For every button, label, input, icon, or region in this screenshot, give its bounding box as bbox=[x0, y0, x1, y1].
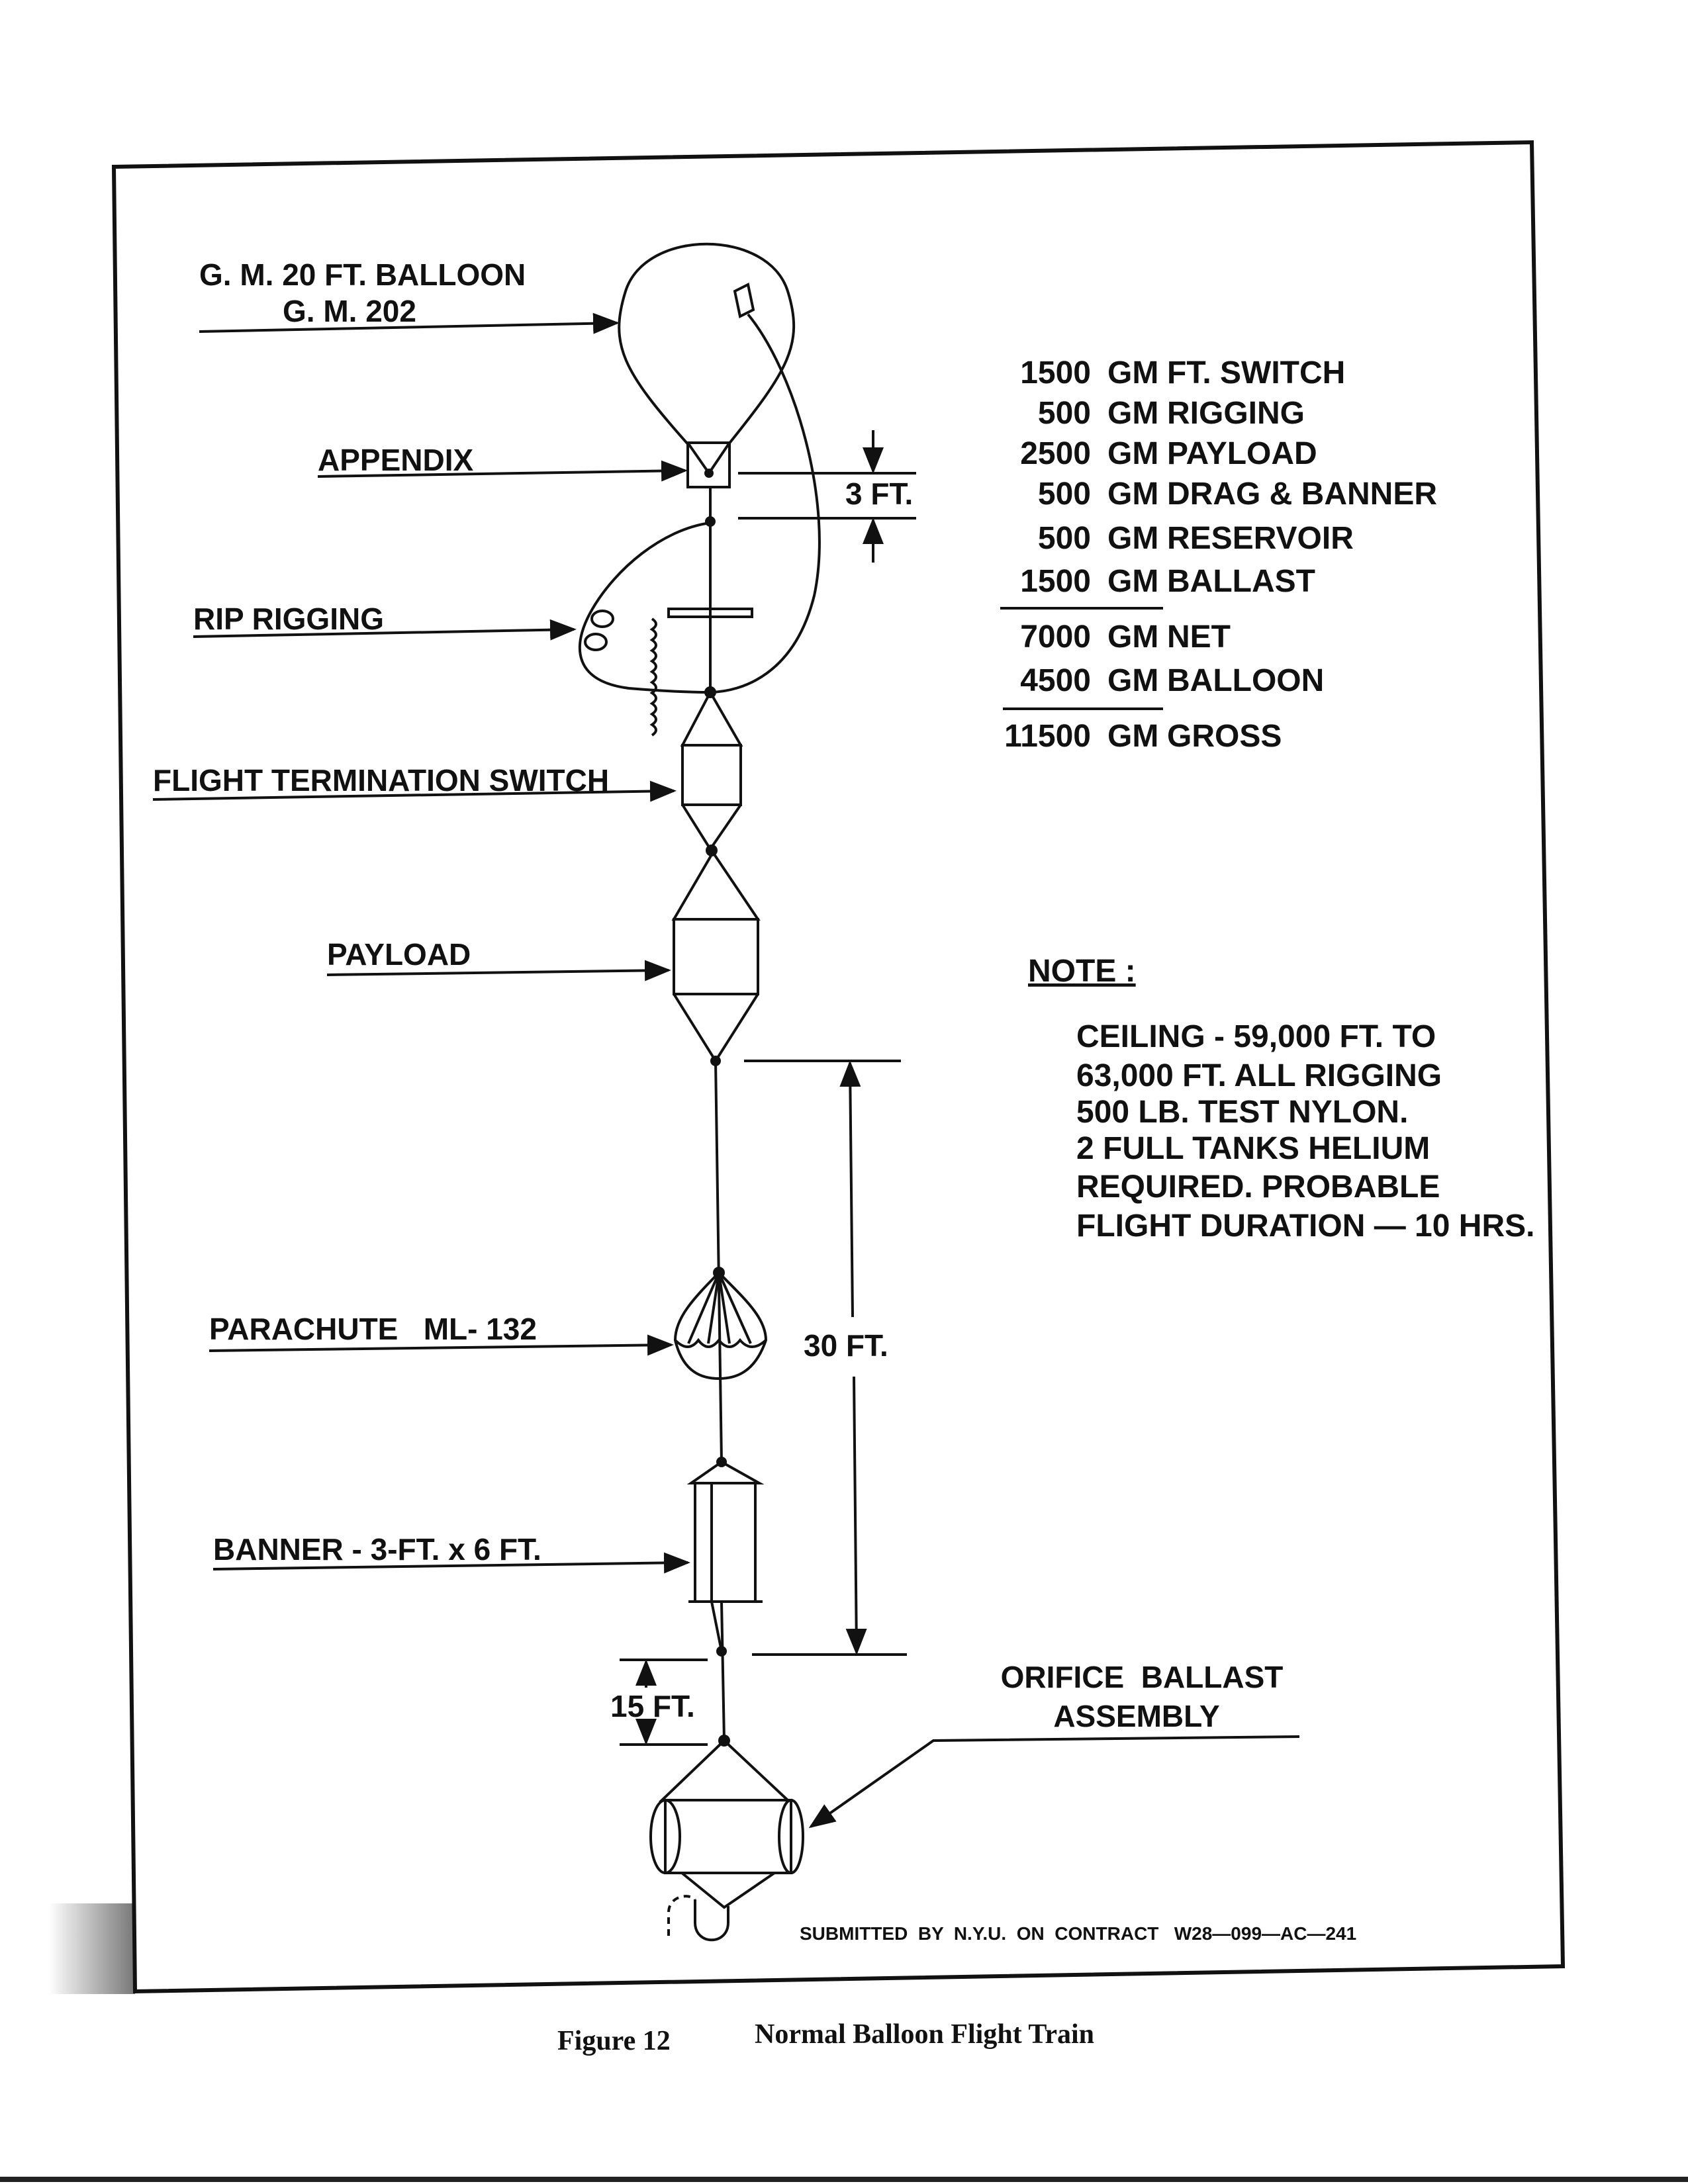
weight-row: 1500 GM FT. SWITCH bbox=[1020, 355, 1345, 390]
weight-unit: GM bbox=[1107, 663, 1158, 698]
weight-amount: 500 bbox=[1038, 477, 1091, 512]
rip-rigging-label: RIP RIGGING bbox=[193, 602, 384, 636]
weight-amount: 1500 bbox=[1020, 355, 1091, 390]
flight-termination-switch bbox=[680, 689, 743, 856]
weight-unit: GM bbox=[1107, 619, 1158, 655]
note-line: 63,000 FT. ALL RIGGING bbox=[1076, 1058, 1442, 1093]
weight-row: 11500 GM GROSS bbox=[1004, 719, 1282, 754]
weight-amount: 4500 bbox=[1020, 663, 1091, 698]
weight-unit: GM bbox=[1107, 521, 1158, 556]
submitted-by: SUBMITTED BY N.Y.U. ON CONTRACT W28—099—… bbox=[800, 1923, 1356, 1944]
appendix-label: APPENDIX bbox=[318, 443, 473, 477]
orifice-ballast-assembly bbox=[649, 1735, 804, 1942]
note-line: CEILING - 59,000 FT. TO bbox=[1076, 1019, 1436, 1054]
scan-shadow bbox=[49, 1903, 135, 1994]
balloon-label-line2: G. M. 202 bbox=[283, 294, 416, 328]
weight-unit: GM bbox=[1107, 355, 1158, 390]
weight-item: BALLAST bbox=[1167, 564, 1315, 599]
weight-item: DRAG & BANNER bbox=[1167, 477, 1437, 512]
balloon-label-line1: G. M. 20 FT. BALLOON bbox=[199, 257, 526, 292]
appendix bbox=[686, 441, 731, 488]
dimension-15ft: 15 FT. bbox=[610, 1659, 708, 1746]
weight-unit: GM bbox=[1107, 436, 1158, 471]
weight-item: NET bbox=[1167, 619, 1231, 655]
flight-termination-switch-label: FLIGHT TERMINATION SWITCH bbox=[153, 763, 609, 797]
weight-row: 2500 GM PAYLOAD bbox=[1020, 436, 1317, 471]
orifice-label-line1: ORIFICE BALLAST bbox=[1001, 1660, 1284, 1694]
weight-item: BALLOON bbox=[1167, 663, 1324, 698]
weight-unit: GM bbox=[1107, 396, 1158, 431]
weight-item: RIGGING bbox=[1167, 396, 1305, 431]
note-text: CEILING - 59,000 FT. TO 63,000 FT. ALL RI… bbox=[1076, 1019, 1534, 1244]
figure-number: Figure 12 bbox=[557, 2026, 671, 2056]
weight-row: 500 GM RESERVOIR bbox=[1038, 521, 1354, 556]
note-line: FLIGHT DURATION — 10 HRS. bbox=[1076, 1208, 1534, 1244]
weight-item: GROSS bbox=[1167, 719, 1282, 754]
weight-row: 500 GM RIGGING bbox=[1038, 396, 1305, 431]
balloon bbox=[618, 242, 821, 694]
dimension-3ft-label: 3 FT. bbox=[845, 477, 913, 511]
rip-rigging bbox=[578, 522, 753, 737]
dimension-15ft-label: 15 FT. bbox=[610, 1689, 695, 1723]
weight-amount: 1500 bbox=[1020, 564, 1091, 599]
weight-item: PAYLOAD bbox=[1167, 436, 1317, 471]
weight-row: 1500 GM BALLAST bbox=[1020, 564, 1315, 599]
note-title: NOTE : bbox=[1028, 954, 1136, 989]
weight-amount: 7000 bbox=[1020, 619, 1091, 655]
payload-box bbox=[671, 850, 761, 1066]
weight-unit: GM bbox=[1107, 564, 1158, 599]
parachute-label: PARACHUTE ML- 132 bbox=[209, 1312, 537, 1346]
weight-item: RESERVOIR bbox=[1167, 521, 1354, 556]
weight-amount: 500 bbox=[1038, 396, 1091, 431]
weight-unit: GM bbox=[1107, 719, 1158, 754]
dimension-30ft: 30 FT. bbox=[744, 1060, 907, 1656]
weight-amount: 11500 bbox=[1004, 719, 1091, 754]
payload-label: PAYLOAD bbox=[327, 937, 471, 972]
note-line: 2 FULL TANKS HELIUM bbox=[1076, 1131, 1430, 1166]
weight-amount: 2500 bbox=[1020, 436, 1091, 471]
dimension-30ft-label: 30 FT. bbox=[804, 1328, 888, 1363]
weight-unit: GM bbox=[1107, 477, 1158, 512]
orifice-label-line2: ASSEMBLY bbox=[1053, 1699, 1219, 1733]
weight-amount: 500 bbox=[1038, 521, 1091, 556]
banner-label: BANNER - 3-FT. x 6 FT. bbox=[213, 1532, 541, 1567]
figure-title: Normal Balloon Flight Train bbox=[755, 2019, 1094, 2050]
note-line: 500 LB. TEST NYLON. bbox=[1076, 1095, 1408, 1130]
banner bbox=[686, 1457, 765, 1657]
parachute bbox=[673, 1267, 768, 1381]
weight-row: 4500 GM BALLOON bbox=[1020, 663, 1324, 698]
weight-row: 500 GM DRAG & BANNER bbox=[1038, 477, 1437, 512]
weight-item: FT. SWITCH bbox=[1167, 355, 1345, 390]
note-line: REQUIRED. PROBABLE bbox=[1076, 1169, 1440, 1205]
dimension-3ft: 3 FT. bbox=[738, 430, 916, 563]
figure-frame bbox=[111, 140, 1566, 1994]
